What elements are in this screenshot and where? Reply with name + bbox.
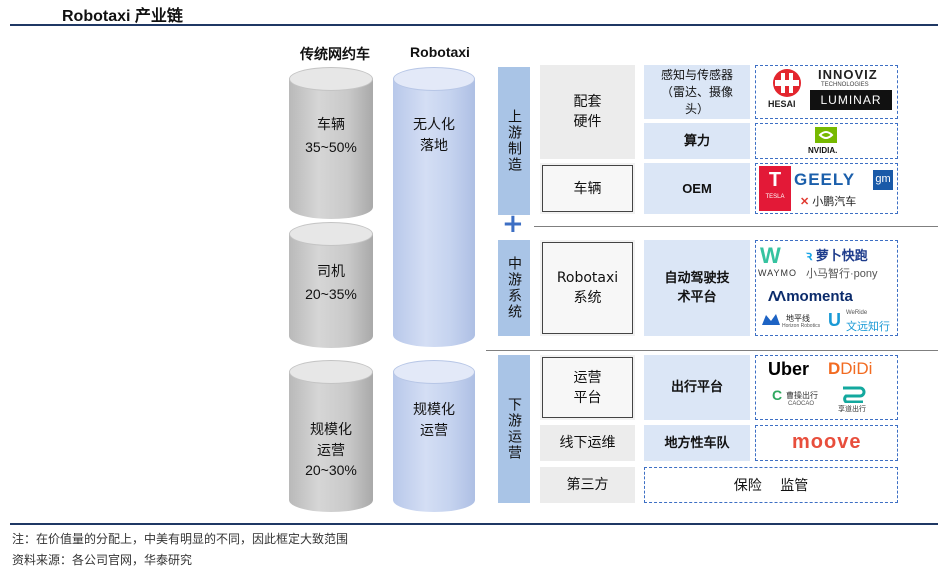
cylinder-driverless-label: 无人化 落地	[413, 117, 455, 154]
sub-robotaxi-system-wrap: Robotaxi 系统	[540, 240, 635, 336]
cat-ad-platform: 自动驾驶技 术平台	[644, 240, 750, 336]
footnote: 注：在价值量的分配上，中美有明显的不同，因此框定大致范围	[12, 532, 349, 546]
stage-upstream-label: 上游制造	[506, 109, 522, 173]
horizon-logo-sub: Horizon Robotics	[782, 323, 821, 329]
page-title: Robotaxi 产业链	[62, 8, 183, 25]
momenta-m-icon: ΛΛ	[768, 288, 787, 305]
cylinder-vehicle-label: 车辆	[317, 117, 345, 133]
xiangdao-logo-icon	[840, 383, 866, 404]
footer-divider	[10, 523, 938, 525]
sub-ops-platform-wrap: 运营 平台	[540, 355, 635, 420]
xiangdao-logo: 享道出行	[838, 406, 866, 413]
logos-ad-platform	[755, 240, 898, 336]
stage-midstream: 中游系统	[498, 240, 530, 336]
sub-ops-platform: 运营 平台	[542, 357, 633, 418]
stage-midstream-label: 中游系统	[506, 256, 522, 320]
cat-oem: OEM	[644, 163, 750, 214]
sub-third-party: 第三方	[540, 467, 635, 503]
cylinder-driver: 司机 20~35%	[289, 222, 373, 348]
luobo-logo-text: 萝卜快跑	[815, 248, 868, 263]
stage-downstream: 下游运营	[498, 355, 530, 503]
weride-logo: 文远知行	[846, 321, 890, 333]
luobo-logo: ꝛ 萝卜快跑	[806, 245, 868, 264]
xpeng-x-icon: ✕	[800, 196, 813, 208]
nvidia-logo: NVIDIA.	[808, 146, 838, 155]
horizon-logo-icon	[760, 311, 782, 329]
waymo-logo-icon: W	[760, 243, 781, 268]
horizon-logo: 地平线	[786, 314, 810, 323]
cylinder-scale-ops-label: 规模化 运营	[310, 422, 352, 459]
uber-logo: Uber	[768, 359, 810, 379]
nvidia-logo-icon	[815, 127, 837, 143]
cat-mobility-platform: 出行平台	[644, 355, 750, 420]
sub-vehicle-wrap: 车辆	[540, 163, 635, 214]
sub-hardware: 配套 硬件	[540, 65, 635, 159]
innoviz-logo-sub: TECHNOLOGIES	[821, 82, 869, 88]
cylinder-robotaxi-ops: 规模化 运营	[393, 360, 475, 512]
sub-robotaxi-system: Robotaxi 系统	[542, 242, 633, 334]
cat-sensors: 感知与传感器 （雷达、摄像 头）	[644, 65, 750, 119]
traditional-column-heading: 传统网约车	[300, 47, 370, 63]
hesai-logo-icon	[770, 68, 804, 98]
logos-fleet	[755, 425, 898, 461]
luminar-logo: LUMINAR	[810, 90, 892, 110]
momenta-logo-text: momenta	[786, 288, 853, 305]
didi-logo-text: DiDi	[840, 359, 873, 378]
luobo-r-icon: ꝛ	[806, 248, 816, 263]
innoviz-logo: INNOVIZ	[818, 67, 878, 82]
stage-upstream: 上游制造	[498, 67, 530, 215]
source-note: 资料来源：各公司官网，华泰研究	[12, 553, 193, 567]
caocao-logo-icon: C	[772, 387, 783, 403]
cylinder-vehicle-value: 35~50%	[305, 139, 357, 155]
stage-downstream-label: 下游运营	[506, 397, 522, 461]
cylinder-driver-value: 20~35%	[305, 286, 357, 302]
pony-logo: 小马智行·pony	[806, 268, 878, 280]
sub-vehicle: 车辆	[542, 165, 633, 212]
caocao-logo-sub: CAOCAO	[788, 401, 815, 407]
divider-midstream-downstream	[486, 350, 938, 351]
hesai-logo: HESAI	[768, 99, 796, 109]
cylinder-driverless: 无人化 落地	[393, 67, 475, 347]
cylinder-scale-ops: 规模化 运营 20~30%	[289, 360, 373, 512]
xpeng-logo-text: 小鹏汽车	[812, 196, 857, 208]
geely-logo: GEELY	[794, 170, 856, 189]
weride-logo-sub: WeRide	[846, 310, 868, 316]
divider-upstream-midstream	[534, 226, 938, 227]
weride-logo-icon: U	[828, 310, 841, 330]
cylinder-driver-label: 司机	[317, 264, 345, 280]
plus-icon: +	[502, 209, 524, 239]
didi-logo: DDiDi	[828, 359, 872, 379]
cylinder-scale-ops-value: 20~30%	[305, 462, 357, 478]
waymo-logo: WAYMO	[758, 268, 797, 278]
didi-d-icon: D	[828, 359, 841, 378]
gm-logo: gm	[873, 170, 893, 190]
sub-offline-ops: 线下运维	[540, 425, 635, 461]
tesla-logo-icon: T TESLA	[759, 166, 791, 211]
third-party-items: 保险 监管	[644, 467, 898, 503]
cat-compute: 算力	[644, 123, 750, 159]
cylinder-robotaxi-ops-label: 规模化 运营	[413, 402, 455, 439]
momenta-logo: ΛΛ momenta	[768, 288, 853, 305]
tesla-logo: TESLA	[765, 194, 785, 200]
logos-mobility	[755, 355, 898, 420]
caocao-logo: 曹操出行	[786, 391, 818, 400]
xpeng-logo: ✕ 小鹏汽车	[800, 193, 856, 209]
moove-logo: moove	[792, 431, 862, 453]
robotaxi-column-heading: Robotaxi	[410, 44, 470, 60]
cat-local-fleet: 地方性车队	[644, 425, 750, 461]
title-divider	[10, 24, 938, 26]
cylinder-vehicle: 车辆 35~50%	[289, 67, 373, 219]
